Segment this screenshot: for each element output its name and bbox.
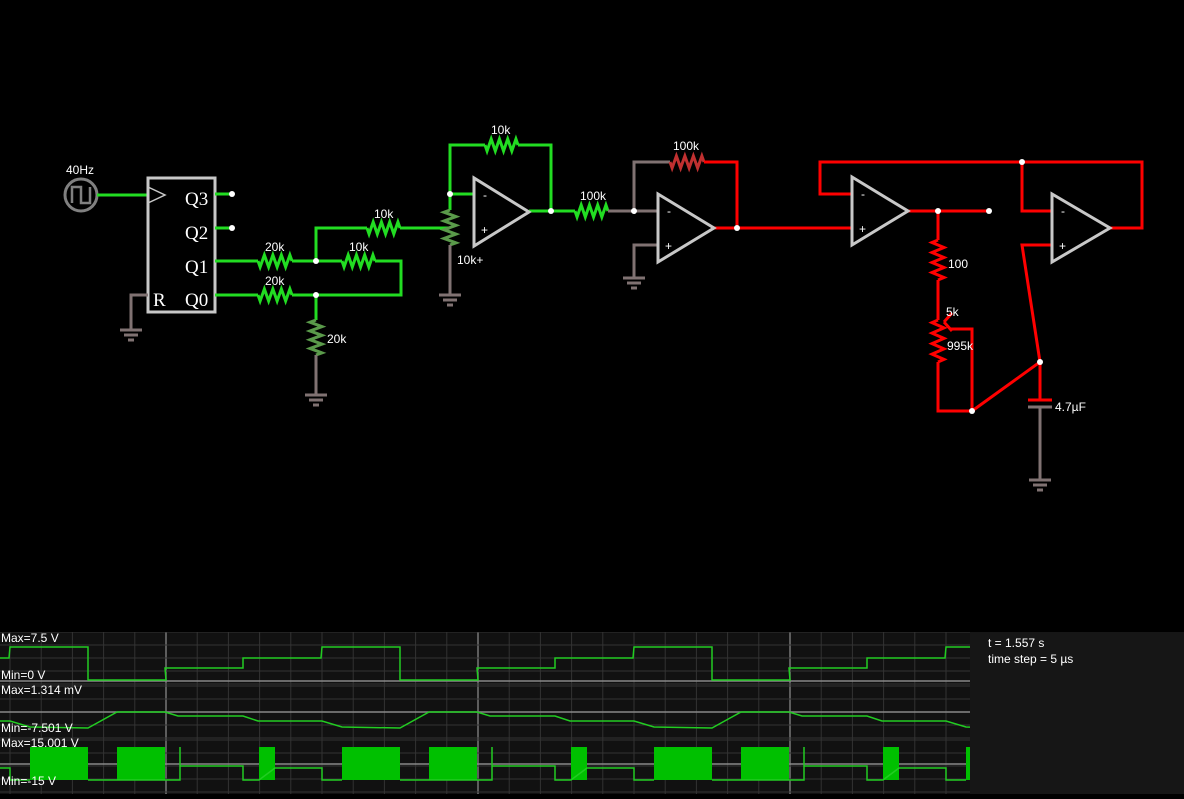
wire [608, 160, 670, 213]
resistor-q1-b[interactable] [340, 250, 377, 272]
opamp-2[interactable]: -+ [656, 191, 717, 265]
square-wave-source[interactable]: 40Hz [63, 163, 99, 213]
trace-3-burst [571, 747, 587, 780]
junction [1019, 159, 1025, 165]
potentiometer-1[interactable] [439, 208, 461, 247]
trace3-max: Max=15.001 V [1, 736, 79, 750]
opamp-plus-sign: + [1059, 239, 1066, 253]
trace1-max: Max=7.5 V [1, 632, 59, 645]
pot-label: 995k [947, 339, 974, 353]
resistor-100[interactable] [928, 238, 948, 282]
info-panel: t = 1.557 s time step = 5 µs [970, 632, 1184, 794]
opamp-minus-sign: - [667, 204, 671, 218]
resistor-label: 20k [265, 274, 285, 288]
trace-3-burst [342, 747, 400, 780]
opamp-minus-sign: - [483, 188, 487, 202]
terminal[interactable] [229, 225, 235, 231]
trace-3 [400, 747, 654, 781]
resistor-label: 20k [265, 240, 285, 254]
trace-3-burst [429, 747, 477, 780]
resistor-q0[interactable] [256, 284, 294, 306]
opamp-4[interactable]: -+ [1050, 191, 1113, 265]
resistor-label: 20k [327, 332, 347, 346]
junction [447, 191, 453, 197]
wire [314, 226, 450, 261]
wire [215, 259, 403, 297]
wire [818, 160, 1144, 413]
clock-input-icon [147, 186, 167, 204]
resistor-input-2[interactable] [573, 200, 610, 222]
pot-label: 10k+ [457, 253, 483, 267]
resistor-q1[interactable] [256, 250, 294, 272]
oscilloscope-panel[interactable]: Max=7.5 V Min=0 V Max=1.314 mV Min=-7.50… [0, 631, 1184, 794]
trace2-max: Max=1.314 mV [1, 683, 82, 697]
capacitor[interactable] [1028, 398, 1052, 480]
resistor-sum[interactable] [365, 217, 402, 239]
capacitor-label: 4.7µF [1055, 400, 1086, 414]
junction [631, 208, 637, 214]
ground-icon [1029, 478, 1051, 492]
ground-icon [439, 293, 461, 307]
ground-icon [120, 328, 142, 342]
counter-chip[interactable]: Q3 Q2 Q1 Q0 R [146, 176, 217, 314]
opamp-minus-sign: - [1061, 204, 1065, 218]
opamp-plus-sign: + [665, 239, 672, 253]
opamp-plus-sign: + [481, 223, 488, 237]
trace-2 [0, 711, 1184, 729]
junction [548, 208, 554, 214]
trace1-min: Min=0 V [1, 668, 45, 682]
trace-3 [88, 747, 342, 781]
trace-3-burst [654, 747, 712, 780]
wiper-arrow-icon [942, 312, 954, 332]
wire [129, 293, 148, 330]
junction [1037, 359, 1043, 365]
junction [313, 258, 319, 264]
pin-q1: Q1 [185, 257, 208, 278]
wire [448, 143, 575, 213]
opamp-plus-sign: + [859, 222, 866, 236]
source-frequency-label: 40Hz [66, 163, 94, 177]
trace-3-burst [883, 747, 899, 780]
terminal[interactable] [229, 191, 235, 197]
resistor-label: 100k [673, 139, 700, 153]
opamp-minus-sign: - [861, 187, 865, 201]
potentiometer-2[interactable] [928, 318, 948, 364]
trace-3-burst [117, 747, 165, 780]
trace-3-burst [259, 747, 275, 780]
resistor-label: 100 [948, 257, 968, 271]
resistor-label: 10k [374, 207, 394, 221]
trace2-min: Min=-7.501 V [1, 721, 73, 735]
ground-icon [623, 276, 645, 290]
trace3-min: Min=-15 V [1, 774, 56, 788]
resistor-ground[interactable] [305, 318, 327, 357]
pin-q0: Q0 [185, 290, 208, 311]
junction [313, 292, 319, 298]
junction [935, 208, 941, 214]
ground-icon [305, 393, 327, 407]
sim-time: t = 1.557 s [988, 636, 1045, 650]
trace-3-burst [741, 747, 789, 780]
junction [969, 408, 975, 414]
wire [632, 243, 658, 278]
opamp-3[interactable]: -+ [850, 174, 911, 248]
resistor-label: 10k [491, 123, 511, 137]
trace-3-burst [30, 747, 88, 780]
terminal[interactable] [986, 208, 992, 214]
time-step: time step = 5 µs [988, 652, 1074, 666]
trace-3 [0, 767, 30, 781]
trace-1 [0, 646, 1184, 681]
opamp-1[interactable]: -+ [472, 175, 532, 249]
circuit-canvas[interactable]: 40Hz Q3 Q2 Q1 Q0 R 20k 20k 10k 10k 20k 1… [0, 0, 1184, 632]
pin-q3: Q3 [185, 189, 208, 210]
junction [734, 225, 740, 231]
resistor-label: 10k [349, 240, 369, 254]
resistor-feedback-1[interactable] [483, 134, 520, 156]
resistor-feedback-2[interactable] [668, 151, 706, 173]
pot-label: 5k [946, 305, 960, 319]
resistor-label: 100k [580, 189, 607, 203]
pin-reset: R [153, 290, 166, 311]
pin-q2: Q2 [185, 223, 208, 244]
trace-3 [712, 747, 966, 781]
